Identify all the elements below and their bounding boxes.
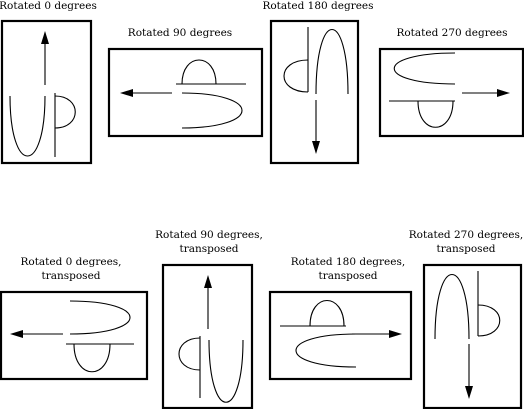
up-glyph <box>280 300 402 368</box>
panel-frame <box>161 263 254 409</box>
panel-rotated-180: Rotated 180 degrees <box>262 0 374 165</box>
panel-caption: transposed <box>318 270 377 282</box>
panel-caption: Rotated 180 degrees, <box>291 256 405 268</box>
arrowhead-icon <box>204 275 212 288</box>
panel-frame <box>0 290 149 381</box>
panel-frame <box>268 290 413 381</box>
panel-rotated-90: Rotated 90 degrees <box>107 27 264 138</box>
up-glyph <box>10 300 134 373</box>
arrowhead-icon <box>41 31 49 44</box>
up-glyph <box>283 27 349 154</box>
up-glyph <box>120 59 246 129</box>
panel-rotated-90-transposed: Rotated 90 degrees, transposed <box>155 229 263 409</box>
arrowhead-icon <box>10 330 23 338</box>
up-glyph <box>178 275 244 403</box>
up-glyph <box>434 271 501 399</box>
panel-rotated-0-transposed: Rotated 0 degrees, transposed <box>0 256 149 381</box>
arrowhead-icon <box>120 89 133 97</box>
arrowhead-icon <box>389 330 402 338</box>
panel-rotated-180-transposed: Rotated 180 degrees, transposed <box>268 256 413 381</box>
arrowhead-icon <box>497 89 510 97</box>
panel-caption: Rotated 180 degrees <box>262 0 373 12</box>
panel-caption: transposed <box>436 243 495 255</box>
panel-caption: Rotated 90 degrees <box>128 27 232 39</box>
panel-frame <box>269 19 360 165</box>
up-glyph <box>9 31 76 157</box>
arrowhead-icon <box>465 386 473 399</box>
panel-caption: Rotated 0 degrees <box>0 0 97 12</box>
panel-frame <box>0 19 93 165</box>
panel-caption: transposed <box>41 270 100 282</box>
panel-rotated-0: Rotated 0 degrees <box>0 0 97 165</box>
arrowhead-icon <box>312 141 320 154</box>
panel-caption: Rotated 270 degrees <box>396 27 507 39</box>
panel-rotated-270-transposed: Rotated 270 degrees, transposed <box>409 229 523 409</box>
panel-caption: Rotated 90 degrees, <box>155 229 263 241</box>
up-glyph <box>389 52 510 128</box>
panel-rotated-270: Rotated 270 degrees <box>378 27 524 138</box>
panel-frame <box>422 263 523 409</box>
panel-caption: Rotated 0 degrees, <box>20 256 121 268</box>
panel-caption: transposed <box>179 243 238 255</box>
panel-caption: Rotated 270 degrees, <box>409 229 523 241</box>
panel-frame <box>378 47 524 138</box>
panel-frame <box>107 47 264 138</box>
